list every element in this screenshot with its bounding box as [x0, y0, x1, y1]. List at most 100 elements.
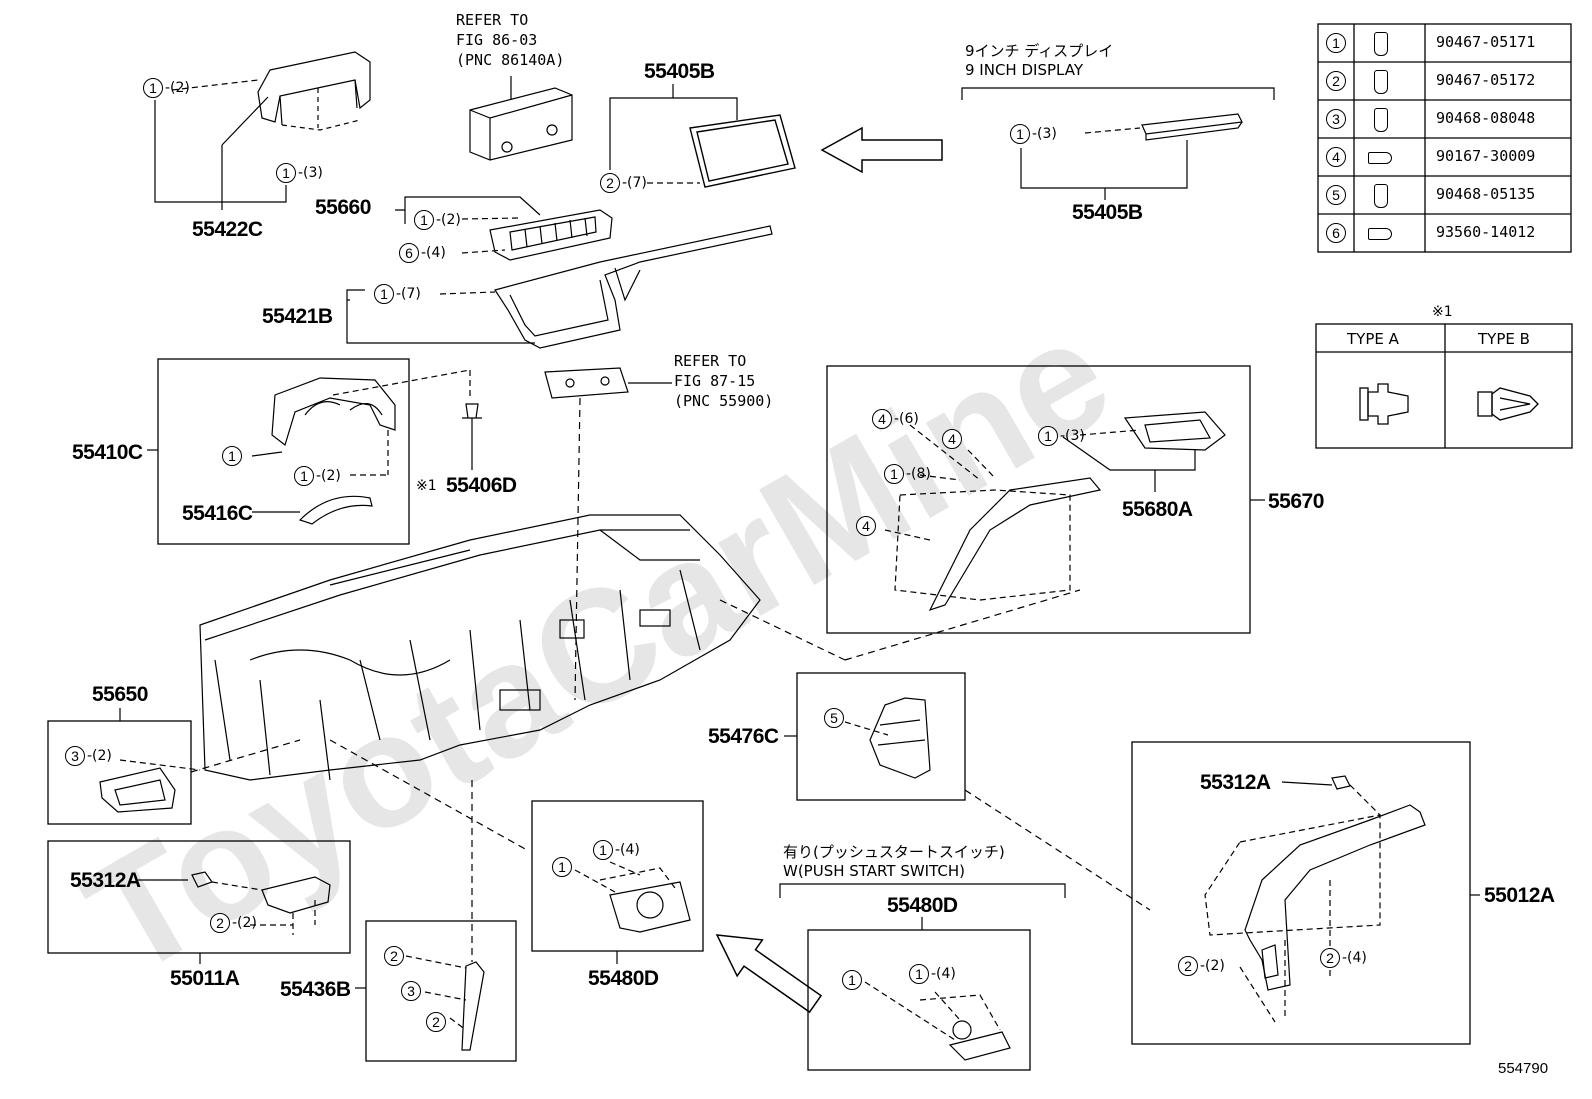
part-number: 55650	[92, 683, 148, 706]
callout-num: 1	[1038, 426, 1058, 446]
part-number: 55011A	[170, 967, 240, 990]
legend-part-number: 90467-05172	[1436, 71, 1536, 89]
part-number: 55416C	[182, 502, 253, 525]
callout: 1	[842, 970, 864, 990]
callout: 1-(2)	[294, 466, 341, 486]
callout: 1-(4)	[909, 964, 956, 984]
callout-num: 2	[1320, 948, 1340, 968]
clip-icon	[1374, 70, 1388, 94]
callout: 1-(2)	[414, 210, 461, 230]
part-number: 55421B	[262, 305, 333, 328]
push-start-title-jp: 有り(プッシュスタートスイッチ)	[783, 843, 1005, 861]
callout: 2	[384, 946, 406, 966]
refer-line-1: REFER TO	[674, 352, 747, 370]
callout-qty: -(3)	[298, 165, 323, 181]
part-number: 55660	[315, 196, 371, 219]
side-vent-illustration	[1123, 411, 1226, 451]
climate-control-illustration	[544, 367, 629, 399]
callout-qty: -(7)	[396, 286, 421, 302]
part-number: 55480D	[588, 967, 659, 990]
callout-qty: -(2)	[165, 80, 190, 96]
legend-part-number: 90167-30009	[1436, 147, 1536, 165]
type-table	[1315, 323, 1573, 449]
callout-qty: -(4)	[421, 245, 446, 261]
box-55436b	[365, 920, 517, 1062]
part-number: 55480D	[887, 894, 958, 917]
callout-num: 1	[222, 446, 242, 466]
callout-num: 3	[65, 746, 85, 766]
legend-part-number: 90468-08048	[1436, 109, 1536, 127]
legend-part-number: 90468-05135	[1436, 185, 1536, 203]
callout: 1-(7)	[374, 284, 421, 304]
part-number: 55670	[1268, 490, 1324, 513]
legend-num: 2	[1326, 71, 1346, 91]
note-mark: ※1	[416, 478, 437, 494]
callout-qty: -(2)	[316, 468, 341, 484]
callout-qty: -(2)	[1200, 958, 1225, 974]
callout-num: 1	[552, 857, 572, 877]
callout: 4	[942, 429, 964, 449]
callout-num: 1	[593, 840, 613, 860]
callout: 3-(2)	[65, 746, 112, 766]
callout: 1-(3)	[1038, 426, 1085, 446]
callout-qty: -(7)	[622, 175, 647, 191]
callout-qty: -(4)	[615, 842, 640, 858]
refer-line-2: FIG 87-15	[674, 372, 756, 390]
callout: 4-(6)	[872, 409, 919, 429]
bracket-55436b-illustration	[461, 961, 485, 1051]
part-number: 55476C	[708, 725, 779, 748]
clip-icon	[1374, 184, 1388, 208]
type-note-mark: ※1	[1432, 304, 1453, 320]
clip-55312a-right-illustration	[1331, 775, 1351, 790]
callout-qty: -(6)	[894, 411, 919, 427]
legend-row: 5 90468-05135	[1318, 176, 1571, 214]
cluster-cover-illustration	[298, 495, 373, 525]
legend-num: 1	[1326, 33, 1346, 53]
legend-row: 2 90467-05172	[1318, 62, 1571, 100]
callout: 3	[401, 981, 423, 1001]
callout: 1	[552, 857, 574, 877]
callout-num: 5	[824, 708, 844, 728]
legend-row: 4 90167-30009	[1318, 138, 1571, 176]
callout: 2-(4)	[1320, 948, 1367, 968]
knee-trim-illustration	[261, 876, 331, 914]
callout-qty: -(8)	[906, 466, 931, 482]
legend-num: 4	[1326, 147, 1346, 167]
part-number: 55680A	[1122, 498, 1193, 521]
callout-num: 2	[1178, 956, 1198, 976]
callout-qty: -(2)	[87, 748, 112, 764]
callout-num: 1	[884, 464, 904, 484]
display-title-en: 9 INCH DISPLAY	[965, 61, 1083, 79]
head-unit-illustration	[469, 87, 573, 161]
callout-qty: -(2)	[436, 212, 461, 228]
clip-icon	[1374, 108, 1388, 132]
callout: 2-(2)	[1178, 956, 1225, 976]
callout: 1	[222, 446, 244, 466]
box-55410c	[157, 358, 410, 545]
bracket-55476c-illustration	[869, 697, 931, 779]
refer-line-3: (PNC 55900)	[674, 392, 774, 410]
callout-num: 1	[143, 78, 163, 98]
part-number: 55410C	[72, 441, 143, 464]
instrument-panel-illustration	[199, 514, 761, 781]
callout: 5	[824, 708, 846, 728]
type-a-clip-icon	[1359, 383, 1409, 425]
legend-num: 3	[1326, 109, 1346, 129]
callout-num: 1	[374, 284, 394, 304]
callout: 1-(8)	[884, 464, 931, 484]
callout: 2	[426, 1012, 448, 1032]
part-number: 55406D	[446, 474, 517, 497]
screw-icon	[1368, 152, 1392, 164]
type-a-label: TYPE A	[1347, 330, 1399, 348]
part-number: 55312A	[70, 869, 141, 892]
callout-qty: -(4)	[931, 966, 956, 982]
display-title-jp: 9インチ ディスプレイ	[965, 42, 1114, 60]
callout: 2-(7)	[600, 173, 647, 193]
legend-row: 1 90467-05171	[1318, 24, 1571, 62]
side-trim-illustration	[928, 477, 1102, 612]
legend-part-number: 90467-05171	[1436, 33, 1536, 51]
callout-num: 1	[1010, 124, 1030, 144]
legend-row: 6 93560-14012	[1318, 214, 1571, 252]
callout-num: 2	[426, 1012, 446, 1032]
